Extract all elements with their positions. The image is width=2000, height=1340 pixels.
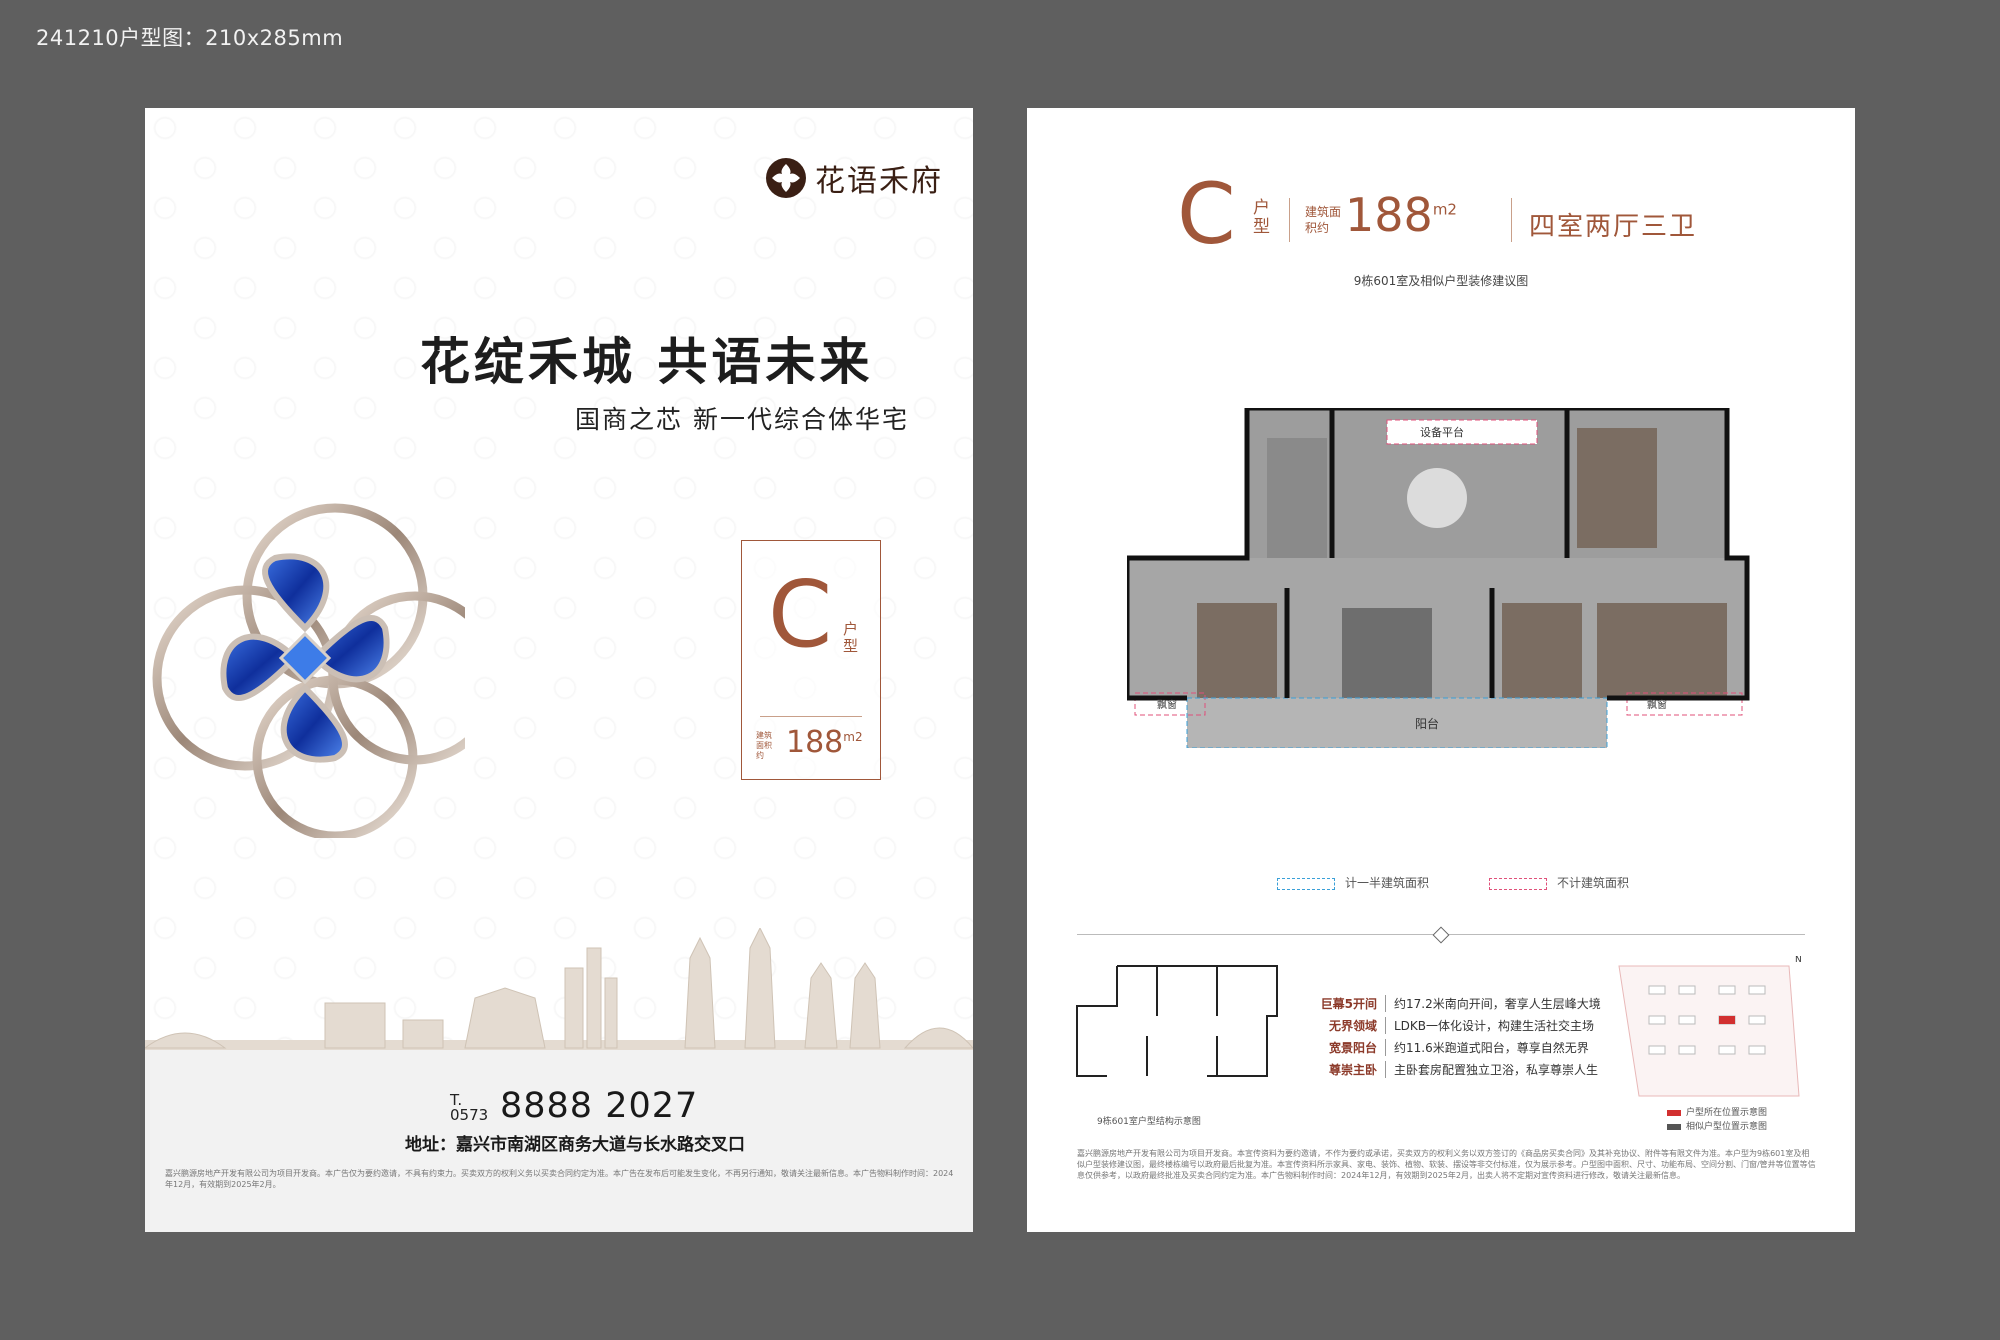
unit-type: 四室两厅三卫 xyxy=(1529,212,1698,242)
brochure-cover-page: 花语禾府 花绽禾城 共语未来 国商之芯 新一代综合体华宅 C 户型 xyxy=(145,108,973,1232)
city-skyline-illustration xyxy=(145,928,973,1068)
plan-disclaimer: 嘉兴鹏源房地产开发有限公司为项目开发商。本宣传资料为要约邀请，不作为要约或承诺，… xyxy=(1077,1149,1816,1180)
legend-item-no-area: 不计建筑面积 xyxy=(1489,874,1629,891)
contact-band xyxy=(145,1050,973,1232)
header-divider xyxy=(1289,198,1290,242)
phone-prefix: T. 0573 xyxy=(450,1091,489,1124)
legend-swatch xyxy=(1489,877,1548,890)
phone-number: 8888 2027 xyxy=(500,1086,699,1126)
cover-disclaimer: 嘉兴鹏源房地产开发有限公司为项目开发商。本广告仅为要约邀请，不具有约束力。买卖双… xyxy=(165,1169,954,1189)
structure-caption: 9栋601室户型结构示意图 xyxy=(1097,1117,1201,1127)
feature-item: 巨幕5开间约17.2米南向开间，奢享人生层峰大境 xyxy=(1320,994,1601,1012)
plan-label-bay-left: 飘窗 xyxy=(1157,698,1177,711)
legend-swatch xyxy=(1277,877,1335,890)
site-legend-item: 相似户型位置示意图 xyxy=(1667,1120,1767,1134)
unit-label: 户型 xyxy=(841,621,859,655)
structure-diagram xyxy=(1076,965,1278,1077)
area-label: 建筑面积约 xyxy=(756,731,772,760)
headline: 花绽禾城 共语未来 xyxy=(420,333,874,391)
site-legend: 户型所在位置示意图 相似户型位置示意图 xyxy=(1667,1106,1767,1134)
divider-diamond-icon xyxy=(1432,926,1450,944)
north-label: N xyxy=(1795,956,1802,965)
brand-logo: 花语禾府 xyxy=(765,156,943,200)
area-value: 188m2 xyxy=(1345,188,1457,242)
legend-swatch xyxy=(1667,1109,1681,1116)
plan-subtitle: 9栋601室及相似户型装修建议图 xyxy=(1353,274,1529,288)
unit-letter: C xyxy=(768,561,833,668)
area-legend: 计一半建筑面积 不计建筑面积 xyxy=(1277,874,1629,891)
subheadline: 国商之芯 新一代综合体华宅 xyxy=(575,405,909,434)
feature-item: 尊崇主卧主卧套房配置独立卫浴，私享尊崇人生 xyxy=(1319,1058,1601,1080)
feature-item: 宽景阳台约11.6米跑道式阳台，尊享自然无界 xyxy=(1319,1036,1601,1058)
brand-name: 花语禾府 xyxy=(815,164,943,199)
legend-item-half-area: 计一半建筑面积 xyxy=(1277,874,1429,891)
address: 地址：嘉兴市南湖区商务大道与长水路交叉口 xyxy=(405,1135,745,1155)
plan-label-bay-right: 飘窗 xyxy=(1647,698,1667,711)
unit-label: 户型 xyxy=(1249,198,1269,236)
plan-label-equipment: 设备平台 xyxy=(1420,425,1464,439)
crystal-emblem-graphic xyxy=(152,503,465,838)
floor-plan-page: C 户型 建筑面积约 188m2 四室两厅三卫 9栋601室及相似户型装修建议图 xyxy=(1027,108,1855,1232)
header-divider xyxy=(1511,198,1512,242)
site-plan-map: N xyxy=(1618,956,1802,1097)
area-value: 188m2 xyxy=(786,725,863,760)
area-label: 建筑面积约 xyxy=(1305,205,1342,235)
site-legend-item: 户型所在位置示意图 xyxy=(1667,1106,1767,1120)
legend-swatch xyxy=(1667,1123,1681,1130)
brand-emblem-icon xyxy=(766,158,806,198)
floor-plan-illustration: 设备平台 阳台 飘窗 飘窗 xyxy=(1127,408,1750,748)
unit-type-tag: C 户型 建筑面积约 188m2 xyxy=(741,540,881,780)
artboard-caption: 241210户型图：210x285mm xyxy=(36,26,344,50)
plan-label-balcony: 阳台 xyxy=(1415,716,1439,731)
unit-letter: C xyxy=(1177,165,1236,263)
tag-divider xyxy=(760,716,862,717)
